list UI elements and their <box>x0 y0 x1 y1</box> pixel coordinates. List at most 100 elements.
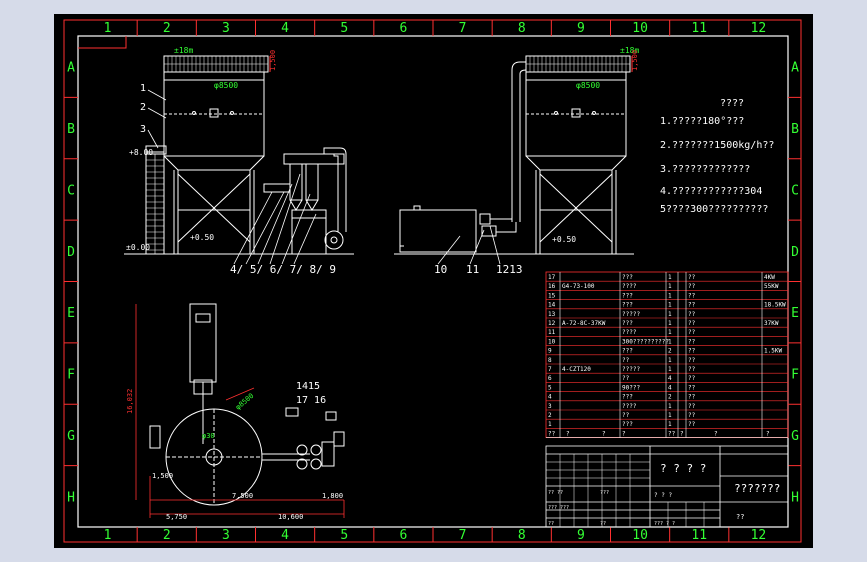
roof-grid-lines <box>164 56 268 72</box>
cyclone-cone <box>289 199 303 211</box>
grid-col-label-top: 8 <box>518 21 526 36</box>
parts-list-row: 3????1?? <box>548 403 696 410</box>
grid-col-label-top: 5 <box>340 21 348 36</box>
callout-3: 3 <box>140 124 146 135</box>
grid-col-label-top: 7 <box>459 21 467 36</box>
part-name: ?? <box>622 357 630 364</box>
cyclone-cone <box>305 199 319 211</box>
parts-list-row: 14???1??18.5KW <box>548 302 786 309</box>
top-level-label: ±18m <box>174 46 193 55</box>
callout-1716: 17 16 <box>296 395 326 406</box>
part-note: 18.5KW <box>764 302 786 309</box>
grid-col-label-bottom: 5 <box>340 528 348 543</box>
leg-level-label: +0.50 <box>552 235 576 244</box>
part-material: ?? <box>688 329 696 336</box>
grid-col-label-bottom: 3 <box>222 528 230 543</box>
callout-leaders-left <box>147 89 317 265</box>
grid-row-label-left: E <box>67 306 75 321</box>
title-block-grid <box>546 454 705 527</box>
parts-header-cell: ?? <box>548 430 556 437</box>
dim-height: 16,032 <box>126 389 134 414</box>
grid-col-label-bottom: 1 <box>104 528 112 543</box>
plan-pump <box>149 425 161 449</box>
grid-col-label-bottom: 7 <box>459 528 467 543</box>
part-qty: 2 <box>668 394 672 401</box>
base-level-label: ±0.00 <box>126 243 150 252</box>
diameter-label: φ8500 <box>576 81 600 90</box>
tech-req-heading: ???? <box>720 98 744 109</box>
top-level-label: ±18m <box>620 46 639 55</box>
grid-col-label-top: 6 <box>400 21 408 36</box>
grid-col-label-top: 10 <box>632 21 648 36</box>
side-dim-label: 1,500 <box>631 50 639 71</box>
grid-row-label-right: A <box>791 61 799 76</box>
part-qty: 1 <box>668 403 672 410</box>
tech-req-item: 2.???????1500kg/h?? <box>660 140 774 151</box>
right-elevation-view <box>394 55 634 255</box>
grid-row-label-left: H <box>67 490 75 505</box>
part-qty: 4 <box>668 375 672 382</box>
grid-col-label-top: 3 <box>222 21 230 36</box>
callout-leaders-right <box>437 225 501 265</box>
part-qty: 1 <box>668 421 672 428</box>
connector-pipe <box>263 183 291 193</box>
part-material: ?? <box>688 412 696 419</box>
part-code: 4-CZT120 <box>562 366 591 373</box>
part-code: G4-73-100 <box>562 283 595 290</box>
part-material: ?? <box>688 274 696 281</box>
callout-1213: 1213 <box>496 263 523 276</box>
parts-header-cell: ? <box>680 430 684 437</box>
part-name: ??? <box>622 320 633 327</box>
tank-port <box>209 108 219 118</box>
part-code: A-72-8C-37KW <box>562 320 606 327</box>
grid-row-label-left: D <box>67 245 75 260</box>
parts-header-cell: ?? <box>668 430 676 437</box>
dim-left: 1,500 <box>152 472 173 480</box>
plan-dim-labels: 16,032 φ8500 1,500 7,500 1,800 5,750 10,… <box>126 389 343 521</box>
parts-list-row: 6??4?? <box>548 375 696 382</box>
parts-list-row: 15???1?? <box>548 292 696 299</box>
part-no: 16 <box>548 283 556 290</box>
grid-col-label-top: 2 <box>163 21 171 36</box>
part-no: 5 <box>548 384 552 391</box>
part-qty: 4 <box>668 384 672 391</box>
part-qty: 1 <box>668 320 672 327</box>
ladder-rungs <box>146 154 164 254</box>
part-no: 11 <box>548 329 556 336</box>
part-qty: 1 <box>668 412 672 419</box>
part-material: ?? <box>688 357 696 364</box>
pump <box>479 213 491 225</box>
pipe <box>496 222 517 233</box>
grid-col-label-top: 9 <box>577 21 585 36</box>
parts-list-row: 17???1??4KW <box>548 274 775 281</box>
parts-list-row: 9???2??1.5KW <box>548 348 782 355</box>
pump <box>481 225 497 237</box>
part-name: ??? <box>622 292 633 299</box>
callout-1: 1 <box>140 83 146 94</box>
part-no: 2 <box>548 412 552 419</box>
hopper <box>163 155 265 171</box>
right-callouts: 10 11 1213 <box>434 263 523 276</box>
diameter-label: φ8500 <box>214 81 238 90</box>
callout-2: 2 <box>140 102 146 113</box>
part-no: 14 <box>548 302 556 309</box>
callout-1415: 1415 <box>296 381 320 392</box>
fan-box <box>291 209 327 255</box>
company-name: ??????? <box>734 482 780 495</box>
grid-col-label-bottom: 9 <box>577 528 585 543</box>
part-material: ?? <box>688 421 696 428</box>
part-material: ?? <box>688 292 696 299</box>
part-qty: 1 <box>668 302 672 309</box>
part-name: ?? <box>622 375 630 382</box>
dim-mid: 7,500 <box>232 492 253 500</box>
cyclone <box>305 163 319 201</box>
part-no: 15 <box>548 292 556 299</box>
part-material: ?? <box>688 375 696 382</box>
part-qty: 1 <box>668 366 672 373</box>
